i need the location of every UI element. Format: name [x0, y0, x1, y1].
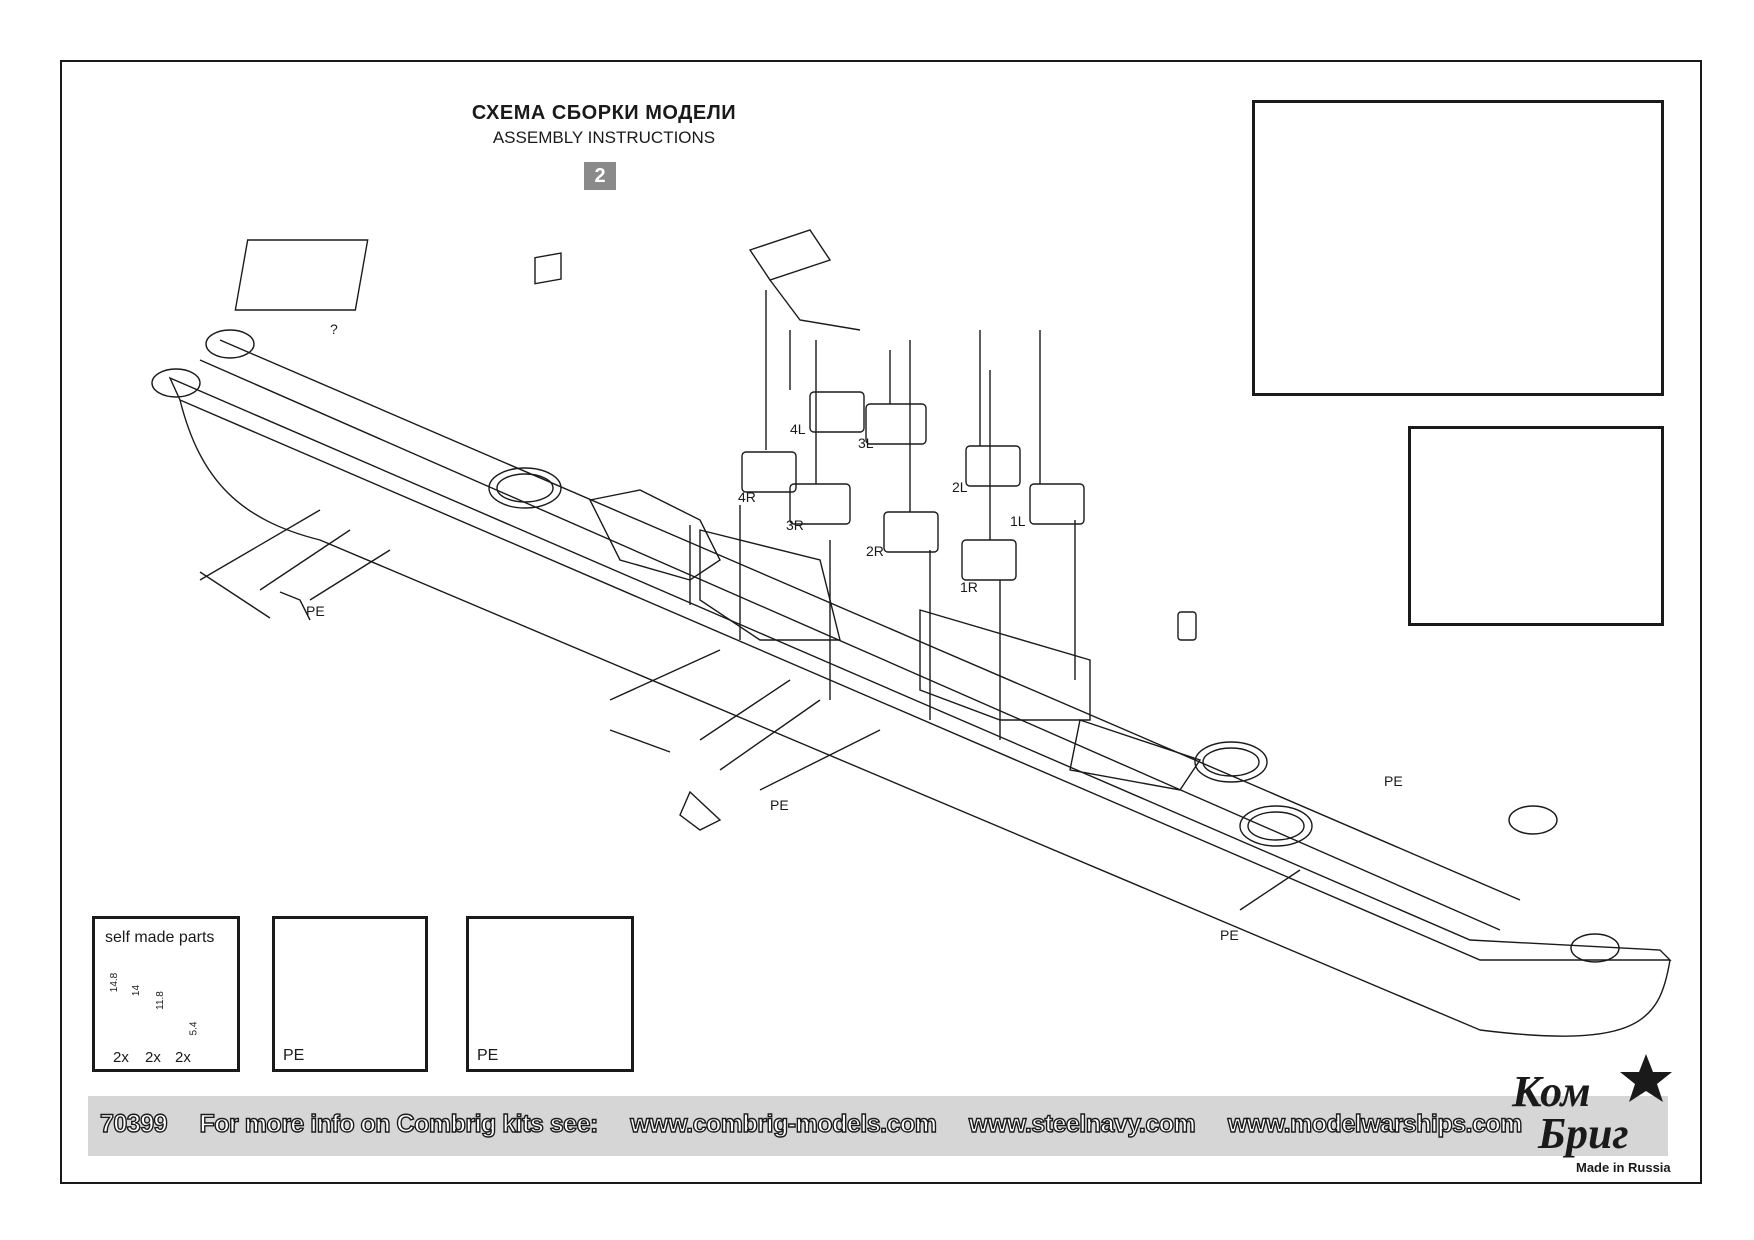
label-2R: 2R	[866, 543, 884, 559]
step-badge: 2	[584, 162, 616, 190]
turret-stack-4	[741, 229, 865, 493]
pe-parts-box-1: PE	[272, 916, 428, 1072]
deck-line	[199, 359, 1501, 931]
count-2: 2x	[145, 1049, 161, 1066]
logo-text-top: Ком	[1512, 1067, 1591, 1116]
label-1L: 1L	[1010, 513, 1026, 529]
link-steelnavy[interactable]: www.steelnavy.com	[968, 1109, 1196, 1138]
dim-4: 5.4	[188, 1021, 200, 1036]
superstructure-aft	[919, 609, 1091, 721]
pe-parts-box-2: PE	[466, 916, 634, 1072]
label-3L: 3L	[858, 435, 874, 451]
footer-bar: 70399 For more info on Combrig kits see:…	[88, 1096, 1668, 1156]
label-pe-1: PE	[306, 603, 325, 619]
page-frame	[60, 60, 1702, 1184]
inset-turret-assembly	[1408, 426, 1664, 626]
label-4R: 4R	[738, 489, 756, 505]
star-icon	[1620, 1054, 1672, 1102]
count-3: 2x	[175, 1049, 191, 1066]
kit-code: 70399	[99, 1109, 168, 1138]
dim-3: 11.8	[154, 991, 166, 1010]
logo-made-in: Made in Russia	[1576, 1160, 1671, 1175]
label-pe-2: PE	[770, 797, 789, 813]
dim-1: 14.8	[109, 972, 121, 993]
footer-info: For more info on Combrig kits see:	[199, 1109, 599, 1138]
title-russian: СХЕМА СБОРКИ МОДЕЛИ	[471, 102, 737, 124]
label-3R: 3R	[786, 517, 804, 533]
footer-text: 70399 For more info on Combrig kits see:…	[99, 1109, 1548, 1139]
label-question: ?	[330, 321, 338, 337]
inset-turret-detail	[1252, 100, 1664, 396]
pe-box2-label: PE	[477, 1047, 499, 1064]
label-4L: 4L	[790, 421, 806, 437]
self-made-parts-box: self made parts 14.8 14 11.8 5.4 2x 2x 2…	[92, 916, 240, 1072]
dim-2: 14	[131, 984, 143, 997]
self-made-parts-title: self made parts	[105, 929, 215, 946]
link-modelwarships[interactable]: www.modelwarships.com	[1227, 1109, 1523, 1138]
superstructure-mid	[699, 529, 841, 641]
hull-side	[179, 399, 1671, 1037]
label-2L: 2L	[952, 479, 968, 495]
count-1: 2x	[113, 1049, 129, 1066]
combrig-logo: Ком Бриг Made in Russia	[1500, 1050, 1690, 1178]
barbette-fwd	[488, 467, 562, 509]
superstructure-fwd	[588, 489, 721, 581]
link-combrig[interactable]: www.combrig-models.com	[630, 1109, 938, 1138]
pe-box1-label: PE	[283, 1047, 305, 1064]
hatch-frame	[234, 239, 369, 311]
turret-stern	[1570, 933, 1620, 963]
label-1R: 1R	[960, 579, 978, 595]
turret-stack-3	[789, 340, 927, 525]
turret-stack-1	[961, 330, 1085, 581]
label-pe-3: PE	[1220, 927, 1239, 943]
barbette-aft	[1194, 741, 1268, 783]
title-english: ASSEMBLY INSTRUCTIONS	[492, 128, 716, 147]
turret-stack-2	[883, 330, 1021, 553]
label-pe-4: PE	[1384, 773, 1403, 789]
turret-a	[151, 368, 201, 398]
logo-text-bottom: Бриг	[1538, 1109, 1629, 1158]
